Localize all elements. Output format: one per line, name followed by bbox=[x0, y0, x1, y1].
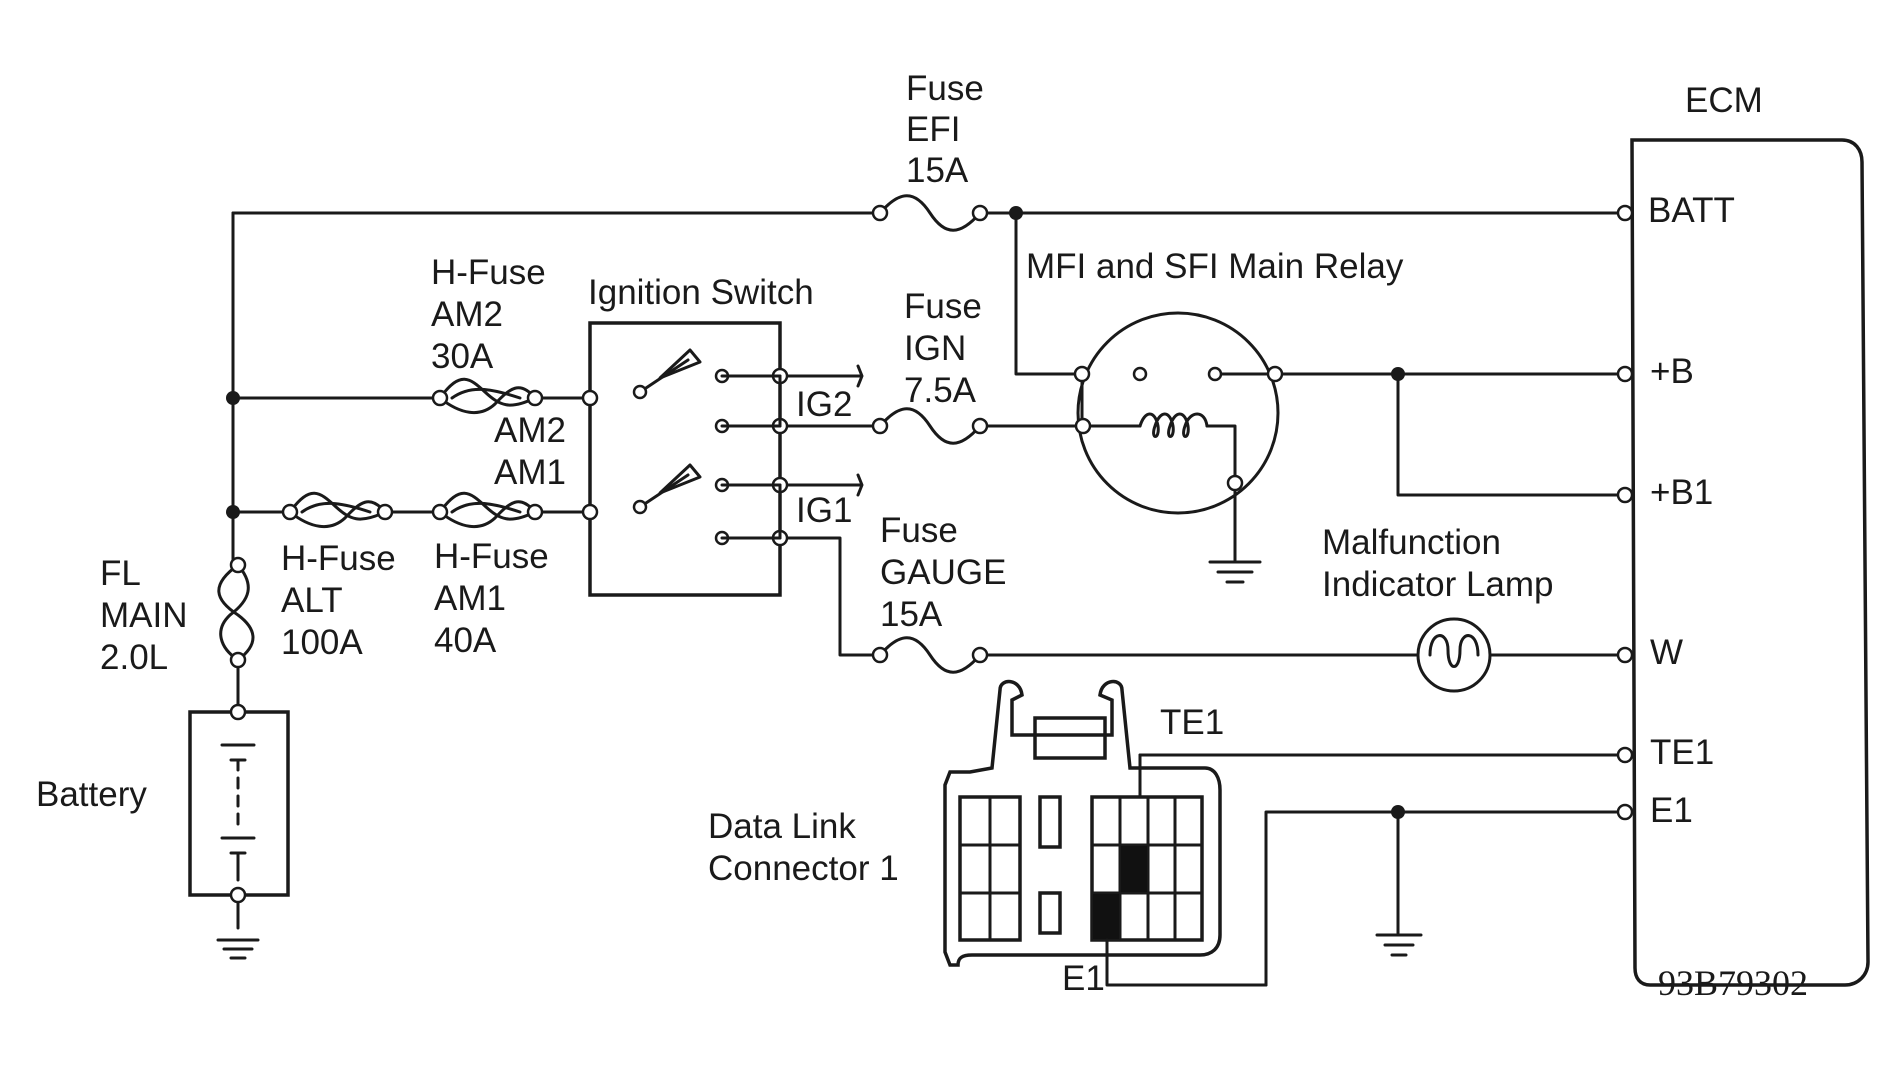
fl-main-label-1: FL bbox=[100, 554, 141, 593]
fuse-ign bbox=[871, 407, 989, 445]
dlc-label-1: Data Link bbox=[708, 807, 856, 846]
fuse-ign-label-3: 7.5A bbox=[904, 371, 977, 410]
fuse-efi-label-2: EFI bbox=[906, 110, 960, 149]
main-relay bbox=[1073, 311, 1284, 515]
am1-label: AM1 bbox=[494, 453, 566, 492]
mil-label-1: Malfunction bbox=[1322, 523, 1501, 562]
labels: ECM BATT +B +B1 W TE1 E1 Fuse EFI 15A Fu… bbox=[36, 69, 1808, 1003]
hfuse-am2-label-2: AM2 bbox=[431, 295, 503, 334]
batt-terminal-label: BATT bbox=[1648, 191, 1735, 230]
hfuse-am1 bbox=[431, 491, 544, 529]
hfuse-am1-label-2: AM1 bbox=[434, 579, 506, 618]
fuse-efi-label-3: 15A bbox=[906, 151, 969, 190]
am2-label: AM2 bbox=[494, 411, 566, 450]
fl-main-fusible-link bbox=[217, 556, 255, 669]
hfuse-am1-label-3: 40A bbox=[434, 621, 497, 660]
te1-dlc-label: TE1 bbox=[1160, 703, 1224, 742]
ig1-label: IG1 bbox=[796, 491, 852, 530]
hfuse-alt-label-2: ALT bbox=[281, 581, 343, 620]
hfuse-alt-label-3: 100A bbox=[281, 623, 363, 662]
fl-main-label-3: 2.0L bbox=[100, 638, 168, 677]
fuse-gauge-label-1: Fuse bbox=[880, 511, 958, 550]
data-link-connector-1 bbox=[943, 679, 1268, 987]
fuse-gauge-label-2: GAUGE bbox=[880, 553, 1006, 592]
plus-b-terminal-label: +B bbox=[1650, 352, 1694, 391]
e1-ecm-terminal-label: E1 bbox=[1650, 791, 1693, 830]
fuse-gauge-label-3: 15A bbox=[880, 595, 943, 634]
fl-main-label-2: MAIN bbox=[100, 596, 188, 635]
hfuse-am2-label-1: H-Fuse bbox=[431, 253, 546, 292]
battery bbox=[188, 703, 290, 904]
ignition-switch-label: Ignition Switch bbox=[588, 273, 814, 312]
e1-dlc-label: E1 bbox=[1062, 959, 1105, 998]
junctions bbox=[226, 206, 1405, 819]
dlc-label-2: Connector 1 bbox=[708, 849, 899, 888]
te1-ecm-terminal-label: TE1 bbox=[1650, 733, 1714, 772]
ig2-label: IG2 bbox=[796, 385, 852, 424]
fuse-efi-label-1: Fuse bbox=[906, 69, 984, 108]
ignition-switch bbox=[581, 321, 864, 597]
hfuse-am2-label-3: 30A bbox=[431, 337, 494, 376]
w-terminal-label: W bbox=[1650, 633, 1683, 672]
main-relay-label: MFI and SFI Main Relay bbox=[1026, 247, 1404, 286]
fuse-ign-label-1: Fuse bbox=[904, 287, 982, 326]
fuse-ign-label-2: IGN bbox=[904, 329, 966, 368]
malfunction-indicator-lamp bbox=[1416, 617, 1492, 693]
hfuse-alt-label-1: H-Fuse bbox=[281, 539, 396, 578]
figure-code: 93B79302 bbox=[1658, 963, 1808, 1003]
fuse-efi bbox=[871, 194, 989, 232]
ecm-box bbox=[1616, 138, 1870, 987]
hfuse-alt bbox=[281, 491, 394, 529]
plus-b1-terminal-label: +B1 bbox=[1650, 473, 1713, 512]
fuse-gauge bbox=[871, 636, 989, 674]
ecm-label: ECM bbox=[1685, 81, 1763, 120]
hfuse-am1-label-1: H-Fuse bbox=[434, 537, 549, 576]
battery-label: Battery bbox=[36, 775, 147, 814]
mil-label-2: Indicator Lamp bbox=[1322, 565, 1554, 604]
hfuse-am2 bbox=[431, 377, 544, 415]
wiring bbox=[216, 211, 1627, 987]
